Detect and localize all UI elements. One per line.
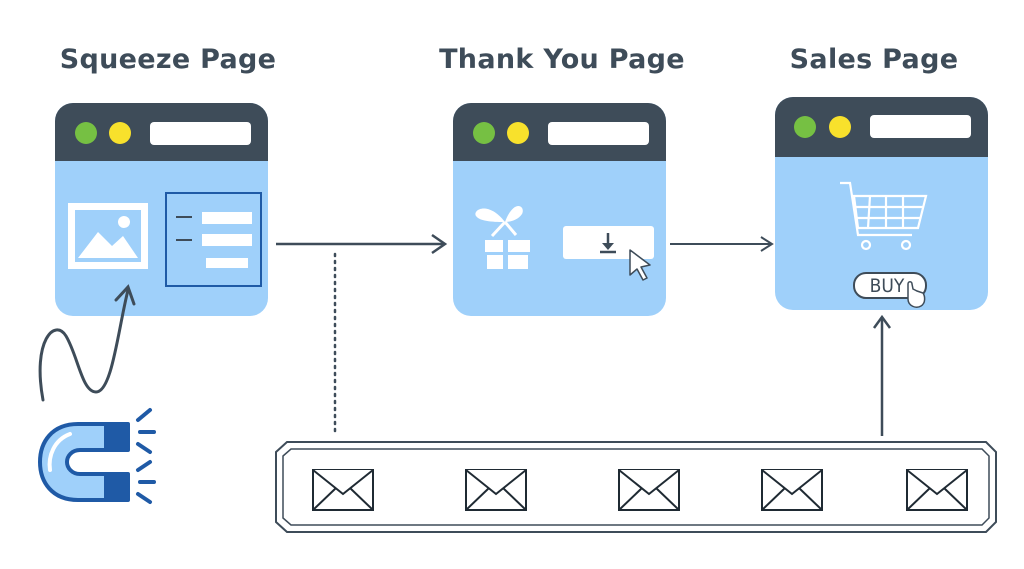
- arrow-squeeze-to-thankyou: [276, 233, 448, 255]
- squeeze-page-title: Squeeze Page: [59, 44, 277, 75]
- email-sequence-box: [275, 441, 997, 533]
- gift-icon: [475, 206, 530, 269]
- arrow-sequence-to-sales: [872, 314, 892, 436]
- address-bar: [548, 122, 649, 145]
- yellow-dot: [829, 116, 851, 138]
- form-icon: [165, 192, 262, 287]
- sales-page-window: BUY: [775, 97, 988, 310]
- green-dot: [794, 116, 816, 138]
- squiggle-arrow-icon: [38, 284, 136, 402]
- sales-page-title: Sales Page: [789, 44, 959, 75]
- address-bar: [150, 122, 251, 145]
- thank-you-page-window: [453, 103, 666, 316]
- green-dot: [473, 122, 495, 144]
- image-icon: [68, 203, 148, 269]
- address-bar: [870, 115, 971, 138]
- yellow-dot: [109, 122, 131, 144]
- buy-label: BUY: [870, 275, 905, 297]
- envelope-icon: [906, 469, 968, 511]
- yellow-dot: [507, 122, 529, 144]
- arrow-thankyou-to-sales: [670, 236, 774, 252]
- hand-pointer-icon: [907, 281, 926, 308]
- squeeze-page-window: [55, 103, 268, 316]
- download-button-icon: [563, 226, 654, 259]
- buy-button: BUY: [853, 272, 927, 308]
- magnet-icon: [38, 408, 156, 504]
- thank-you-page-title: Thank You Page: [439, 44, 685, 75]
- envelope-icon: [618, 469, 680, 511]
- cursor-icon: [629, 249, 651, 281]
- envelope-icon: [312, 469, 374, 511]
- envelope-icon: [465, 469, 527, 511]
- green-dot: [75, 122, 97, 144]
- shopping-cart-icon: [840, 181, 928, 251]
- envelope-icon: [761, 469, 823, 511]
